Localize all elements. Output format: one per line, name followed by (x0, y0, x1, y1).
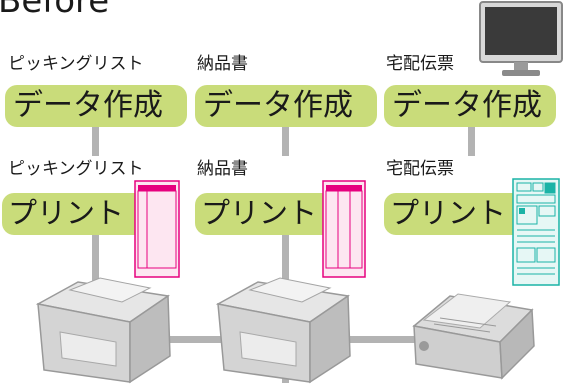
shipping-slip-form-icon (512, 178, 560, 286)
top-label-shipping-slip: 宅配伝票 (386, 54, 454, 74)
monitor-icon (479, 1, 563, 76)
top-label-picking-list: ピッキングリスト (8, 54, 144, 74)
delivery-note-form-icon (322, 180, 366, 278)
laser-printer-icon (35, 277, 171, 384)
data-creation-step-2: データ作成 (195, 85, 377, 127)
bottom-label-picking-list: ピッキングリスト (8, 159, 144, 179)
data-creation-step-1: データ作成 (5, 85, 187, 127)
picking-list-form-icon (134, 180, 180, 278)
data-creation-step-3: データ作成 (384, 85, 556, 127)
before-heading: Before (0, 0, 110, 21)
top-label-delivery-note: 納品書 (197, 54, 248, 74)
bottom-label-delivery-note: 納品書 (197, 159, 248, 179)
dot-matrix-printer-icon (412, 293, 535, 380)
print-step-3: プリント (384, 193, 524, 235)
bottom-label-shipping-slip: 宅配伝票 (386, 159, 454, 179)
laser-printer-icon-2 (215, 277, 351, 384)
